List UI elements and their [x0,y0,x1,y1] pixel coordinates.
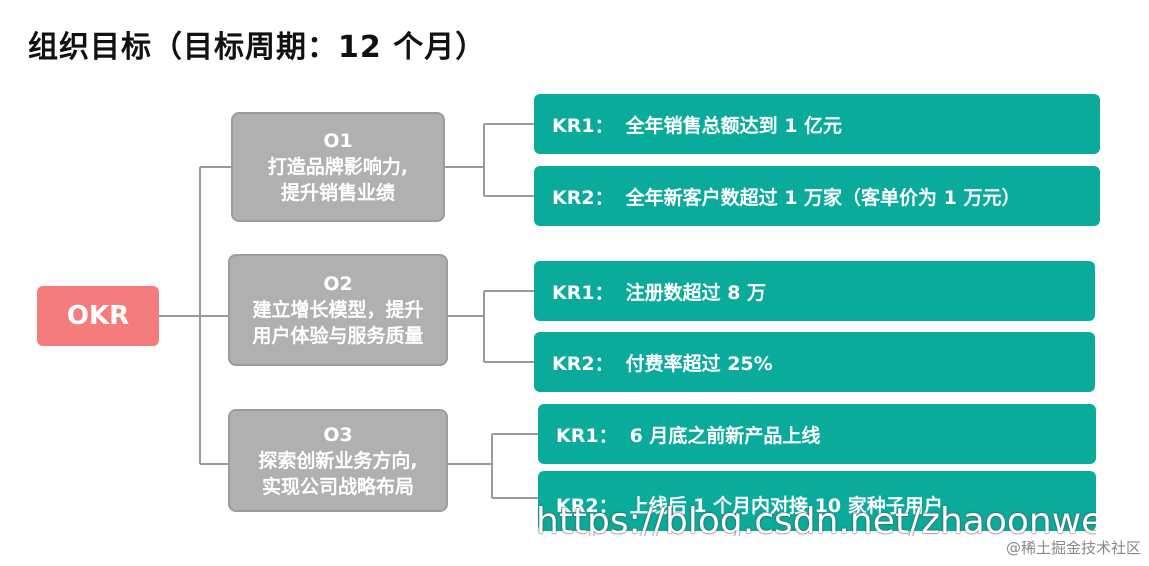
objective-2-line-2: 用户体验与服务质量 [252,325,424,347]
o2-kr1-box: KR1： 注册数超过 8 万 [534,261,1095,321]
objective-3-line-1: 探索创新业务方向, [258,449,418,472]
objective-3-line-2: 实现公司战略布局 [261,475,414,498]
o2-kr2-id: KR2： [552,352,614,375]
objective-1-box: O1 打造品牌影响力, 提升销售业绩 [231,112,445,222]
objective-1-id: O1 [323,130,353,152]
o2-kr2-text: 付费率超过 25% [625,352,773,375]
objective-2-box: O2 建立增长模型，提升 用户体验与服务质量 [228,254,448,366]
page-title: 组织目标（目标周期：12 个月） [28,30,487,65]
connector-o1-krs [444,123,534,197]
objective-2-line-1: 建立增长模型，提升 [252,299,424,321]
o3-kr1-box: KR1： 6 月底之前新产品上线 [538,404,1096,464]
connector-o2-krs [448,290,534,363]
objective-3-box: O3 探索创新业务方向, 实现公司战略布局 [228,409,448,512]
objective-1-line-2: 提升销售业绩 [280,182,395,204]
o3-kr2-box: KR2： 上线后 1 个月内对接 10 家种子用户 [538,471,1096,531]
o1-kr2-box: KR2： 全年新客户数超过 1 万家（客单价为 1 万元） [534,166,1100,226]
o2-kr2-box: KR2： 付费率超过 25% [534,332,1095,392]
o1-kr2-text: 全年新客户数超过 1 万家（客单价为 1 万元） [625,186,1021,209]
connector-o3-krs [448,433,538,499]
o1-kr2-id: KR2： [552,186,614,209]
objective-2-id: O2 [323,273,353,295]
o3-kr2-id: KR2： [556,495,618,517]
o2-kr1-id: KR1： [552,281,614,304]
o3-kr1-id: KR1： [556,424,618,447]
o2-kr1-text: 注册数超过 8 万 [625,281,767,304]
objective-3-id: O3 [323,423,353,446]
o3-kr1-text: 6 月底之前新产品上线 [629,424,821,447]
o1-kr1-text: 全年销售总额达到 1 亿元 [625,114,843,137]
url-watermark: https://blog.csdn.net/zhaoonwei [536,502,1096,536]
objective-1-line-1: 打造品牌影响力, [267,156,409,178]
o3-kr2-text: 上线后 1 个月内对接 10 家种子用户 [629,495,943,517]
source-credit: @稀土掘金技术社区 [1005,539,1141,557]
o1-kr1-id: KR1： [552,114,614,137]
okr-root-node: OKR [37,286,159,346]
o1-kr1-box: KR1： 全年销售总额达到 1 亿元 [534,94,1100,154]
